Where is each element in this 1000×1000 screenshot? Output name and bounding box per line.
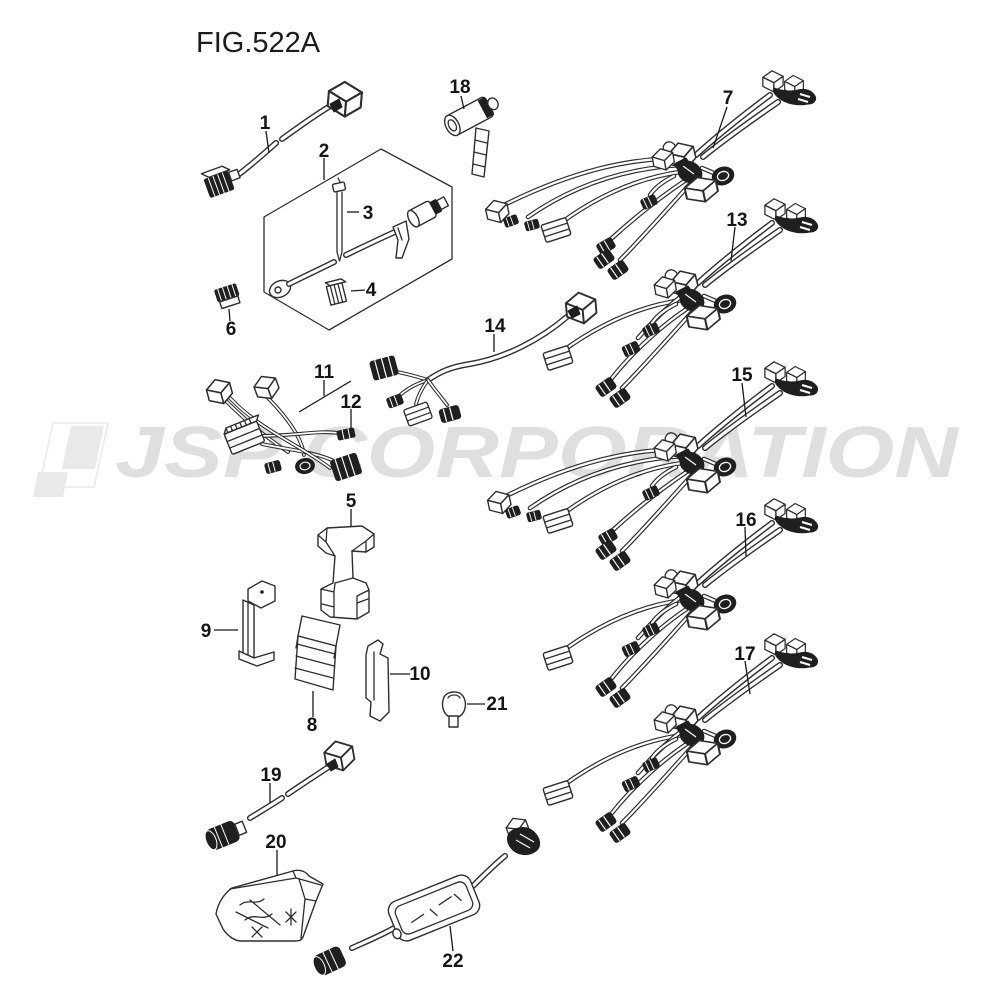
svg-text:18: 18 [449,77,470,98]
svg-text:4: 4 [366,280,377,301]
svg-text:20: 20 [265,832,286,853]
svg-text:11: 11 [314,362,335,383]
svg-text:6: 6 [226,319,237,340]
svg-text:FIG.522A: FIG.522A [196,27,321,59]
svg-text:5: 5 [346,491,357,512]
svg-text:15: 15 [731,365,753,386]
svg-text:8: 8 [307,715,318,736]
svg-text:16: 16 [735,510,756,531]
svg-text:9: 9 [201,621,212,642]
svg-text:1: 1 [260,113,271,134]
svg-text:19: 19 [260,765,281,786]
svg-text:17: 17 [734,644,755,665]
svg-text:2: 2 [319,141,330,162]
svg-text:22: 22 [442,951,463,972]
svg-text:12: 12 [340,392,361,413]
svg-text:13: 13 [726,210,747,231]
svg-text:14: 14 [484,316,506,337]
svg-text:10: 10 [409,664,430,685]
svg-text:7: 7 [723,88,734,109]
svg-text:3: 3 [363,203,374,224]
svg-text:21: 21 [486,694,508,715]
